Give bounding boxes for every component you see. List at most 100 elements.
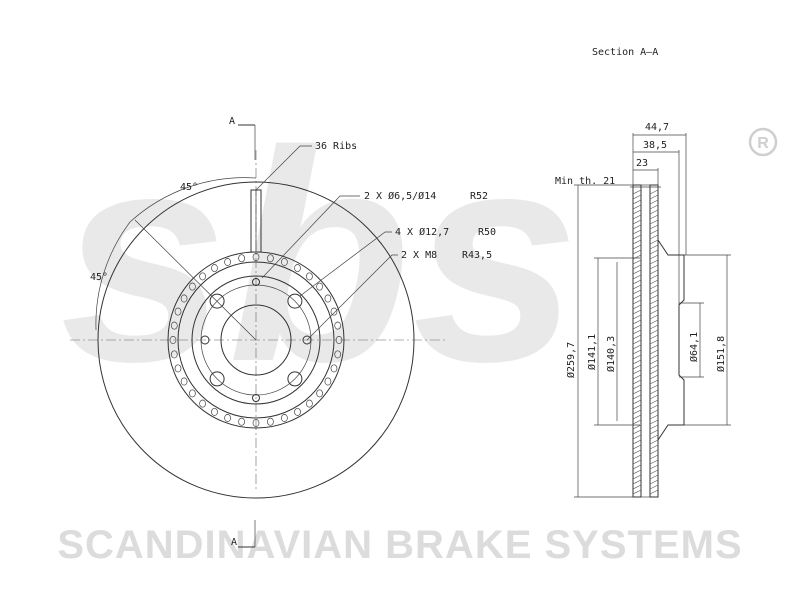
- hatch-line: [649, 389, 659, 395]
- hatch-line: [649, 479, 659, 485]
- hatch-line: [632, 454, 642, 460]
- hatch-line: [649, 249, 659, 255]
- hatch-line: [649, 399, 659, 405]
- vent-rib: [174, 364, 182, 373]
- hatch-line: [649, 244, 659, 250]
- hatch-line: [632, 424, 642, 430]
- hatch-line: [649, 434, 659, 440]
- company-name: SCANDINAVIAN BRAKE SYSTEMS: [57, 523, 742, 567]
- hatch-line: [632, 274, 642, 280]
- leader-holes-1: [261, 195, 360, 279]
- hub-hole: [302, 335, 312, 345]
- hub-hole: [209, 293, 225, 309]
- hub-hole: [287, 371, 303, 387]
- hatch-line: [632, 194, 642, 200]
- leader-holes-2: [299, 231, 392, 297]
- vent-rib: [252, 253, 260, 261]
- hatch-line: [632, 214, 642, 220]
- vent-rib: [252, 419, 260, 427]
- hatch-line: [632, 219, 642, 225]
- hatch-line: [632, 404, 642, 410]
- hatch-line: [649, 304, 659, 310]
- hatch-line: [649, 264, 659, 270]
- callout-holes-3: 2 X M8: [401, 250, 437, 261]
- callout-ribs: 36 Ribs: [315, 141, 357, 152]
- hatch-line: [649, 384, 659, 390]
- hatch-line: [649, 374, 659, 380]
- hatch-line: [632, 399, 642, 405]
- vent-rib: [224, 258, 231, 266]
- hatch-line: [632, 364, 642, 370]
- callout-holes-2: 4 X Ø12,7: [395, 226, 449, 238]
- vent-ring-inner: [177, 261, 335, 419]
- callout-holes-1-radius: R52: [470, 191, 488, 202]
- hatch-line: [649, 219, 659, 225]
- hatch-line: [632, 209, 642, 215]
- dim-diameter-5: Ø151,8: [715, 336, 727, 372]
- vent-rib: [238, 417, 245, 426]
- vent-rib: [211, 264, 218, 273]
- plate-outer: [632, 184, 642, 498]
- hatch-line: [632, 419, 642, 425]
- hatch-line: [649, 289, 659, 295]
- vent-rib: [199, 272, 206, 281]
- hatch-line: [632, 289, 642, 295]
- hatch-line: [632, 259, 642, 265]
- vent-rib: [281, 258, 288, 266]
- hatch-line: [649, 414, 659, 420]
- vent-rib: [324, 377, 332, 386]
- vent-rib: [267, 254, 274, 263]
- hub-outer: [191, 275, 321, 405]
- angle-arc-left: [95, 221, 131, 331]
- hatch-line: [632, 239, 642, 245]
- hatch-line: [632, 304, 642, 310]
- hatch-line: [632, 354, 642, 360]
- vent-rib: [170, 350, 178, 359]
- hatch-line: [649, 349, 659, 355]
- vent-rib: [211, 407, 218, 416]
- vent-rib: [224, 414, 231, 422]
- angle-reference-line: [134, 219, 257, 341]
- hatch-line: [632, 199, 642, 205]
- hat-profile: [657, 239, 685, 441]
- angle-label-left: 45°: [90, 272, 108, 283]
- hatch-line: [632, 344, 642, 350]
- dim-width-pad: 23: [636, 158, 648, 169]
- hatch-line: [649, 284, 659, 290]
- hatch-line: [632, 449, 642, 455]
- callout-holes-2-radius: R50: [478, 227, 496, 238]
- hatch-line: [632, 484, 642, 490]
- hub-holes: [200, 278, 312, 402]
- hatch-line: [649, 409, 659, 415]
- vent-rib: [180, 294, 188, 303]
- hatch-line: [632, 469, 642, 475]
- hatch-line: [649, 319, 659, 325]
- section-hatching: [632, 189, 659, 495]
- hatch-line: [649, 469, 659, 475]
- dim-diameter-4: Ø64,1: [688, 332, 700, 362]
- hatch-line: [649, 379, 659, 385]
- hatch-line: [649, 229, 659, 235]
- hatch-line: [649, 404, 659, 410]
- section-label-bottom: A: [231, 537, 237, 548]
- hatch-line: [649, 194, 659, 200]
- hatch-line: [649, 359, 659, 365]
- vent-ribs: [169, 253, 343, 427]
- hatch-line: [649, 439, 659, 445]
- section-label-top: A: [229, 116, 235, 127]
- vent-rib: [174, 307, 182, 316]
- hatch-line: [632, 444, 642, 450]
- hatch-line: [632, 229, 642, 235]
- hatch-line: [632, 369, 642, 375]
- hatch-line: [649, 364, 659, 370]
- vent-rib: [330, 307, 338, 316]
- vent-rib: [316, 282, 323, 291]
- vent-rib: [199, 399, 206, 408]
- hatch-line: [649, 259, 659, 265]
- section-profile: [632, 184, 685, 498]
- hatch-line: [649, 214, 659, 220]
- registered-mark: R: [748, 127, 778, 157]
- hatch-line: [649, 454, 659, 460]
- hatch-line: [649, 239, 659, 245]
- hatch-line: [649, 424, 659, 430]
